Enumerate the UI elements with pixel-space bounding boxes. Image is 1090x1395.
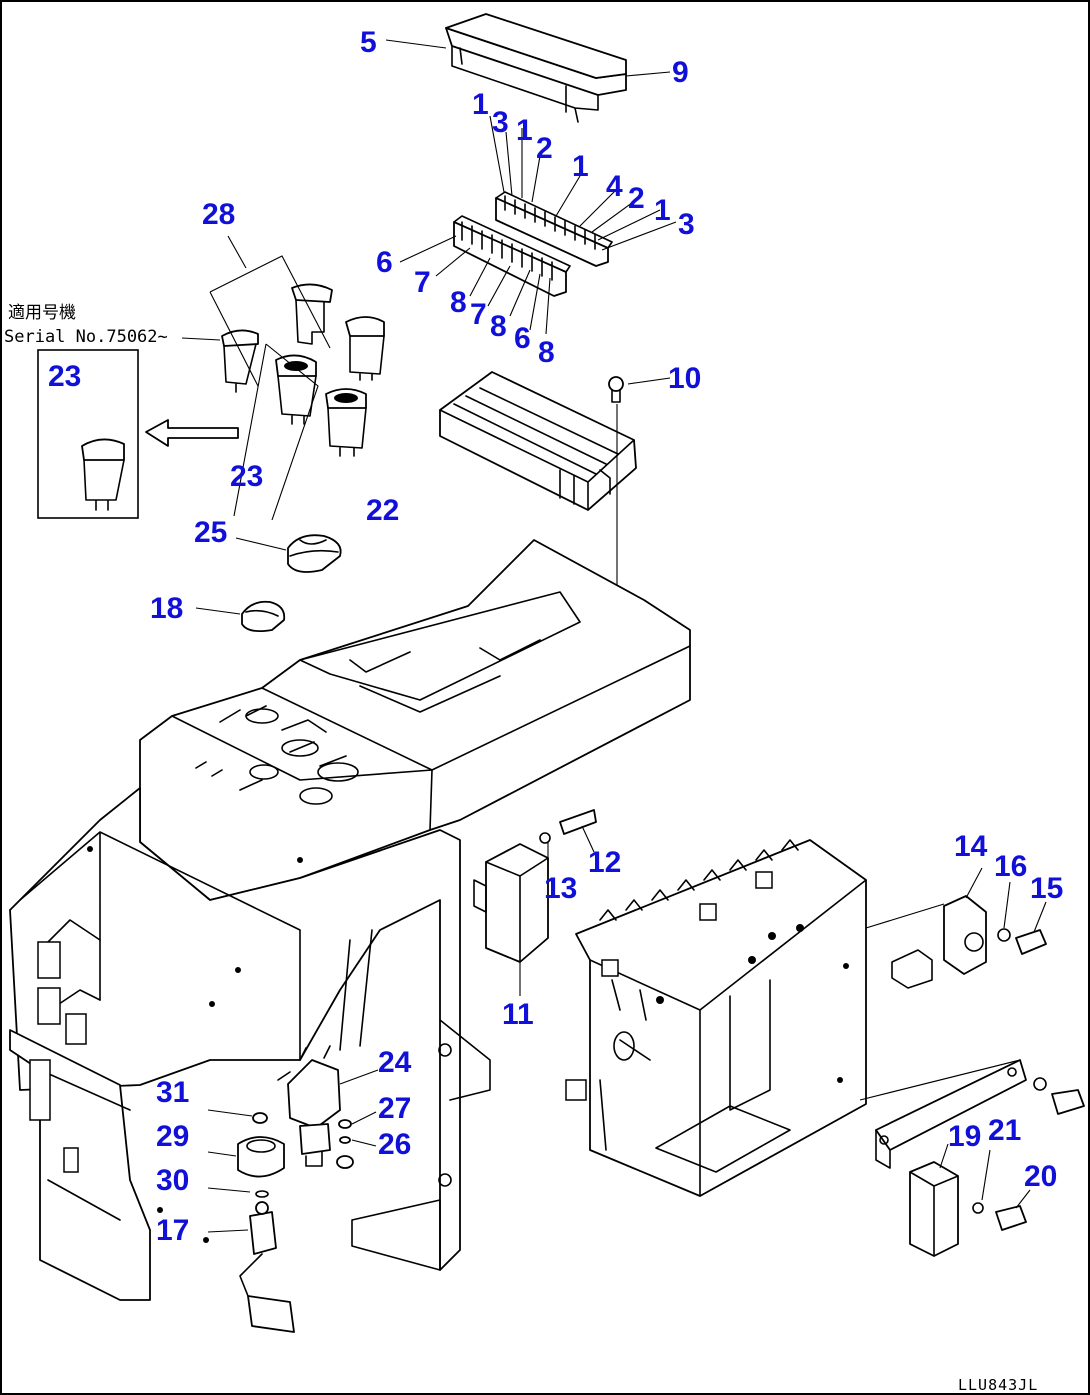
callout-1: 1	[654, 194, 671, 227]
callout-8: 8	[450, 286, 467, 319]
callout-23-variant: 23	[48, 360, 81, 393]
fuse-strip-upper	[495, 191, 613, 267]
callout-29: 29	[156, 1120, 189, 1153]
cover-strips	[445, 13, 627, 123]
switch-group	[209, 255, 385, 521]
serial-variant-box	[37, 349, 139, 519]
terminal-bracket	[565, 839, 867, 1197]
callout-5: 5	[360, 26, 377, 59]
leader-lines	[181, 39, 1047, 1233]
callout-1: 1	[516, 114, 533, 147]
callout-24: 24	[378, 1046, 412, 1079]
callout-23: 23	[230, 460, 263, 493]
callout-25: 25	[194, 516, 227, 549]
fuse-box	[439, 371, 637, 511]
console-frame	[9, 539, 691, 1301]
callout-28: 28	[202, 198, 235, 231]
callout-22: 22	[366, 494, 399, 527]
callout-13: 13	[544, 872, 577, 905]
callout-17: 17	[156, 1214, 189, 1247]
drawing-code: LLU843JL	[958, 1376, 1038, 1394]
module-11	[473, 809, 597, 963]
serial-note-line2: Serial No.75062~	[4, 327, 168, 347]
callout-8: 8	[490, 310, 507, 343]
callouts: 5 9 1 3 1 2 1 4 2 1 3 6 7 8 7 8 6 8 28 2…	[48, 26, 1063, 1247]
knob-18	[241, 600, 286, 633]
callout-19: 19	[948, 1120, 981, 1153]
relay-19	[859, 1059, 1085, 1257]
callout-3: 3	[678, 208, 695, 241]
callout-6: 6	[376, 246, 393, 279]
callout-31: 31	[156, 1076, 189, 1109]
callout-9: 9	[672, 56, 689, 89]
callout-21: 21	[988, 1114, 1021, 1147]
callout-1: 1	[472, 88, 489, 121]
lower-components	[237, 1045, 354, 1333]
callout-2: 2	[536, 132, 553, 165]
relay-strip-lower	[453, 215, 571, 297]
variant-arrow	[145, 419, 239, 447]
callout-1: 1	[572, 150, 589, 183]
callout-2: 2	[628, 182, 645, 215]
callout-12: 12	[588, 846, 621, 879]
callout-8: 8	[538, 336, 555, 369]
callout-27: 27	[378, 1092, 411, 1125]
callout-26: 26	[378, 1128, 411, 1161]
callout-11: 11	[502, 998, 534, 1031]
callout-15: 15	[1030, 872, 1063, 905]
callout-7: 7	[414, 266, 431, 299]
callout-20: 20	[1024, 1160, 1057, 1193]
callout-3: 3	[492, 106, 509, 139]
callout-4: 4	[606, 170, 623, 203]
relay-14	[865, 895, 1047, 989]
callout-10: 10	[668, 362, 701, 395]
callout-18: 18	[150, 592, 183, 625]
callout-30: 30	[156, 1164, 189, 1197]
knob-25	[287, 534, 342, 573]
callout-6: 6	[514, 322, 531, 355]
callout-14: 14	[954, 830, 988, 863]
serial-note-line1: 適用号機	[8, 303, 76, 323]
callout-16: 16	[994, 850, 1027, 883]
callout-7: 7	[470, 298, 487, 331]
